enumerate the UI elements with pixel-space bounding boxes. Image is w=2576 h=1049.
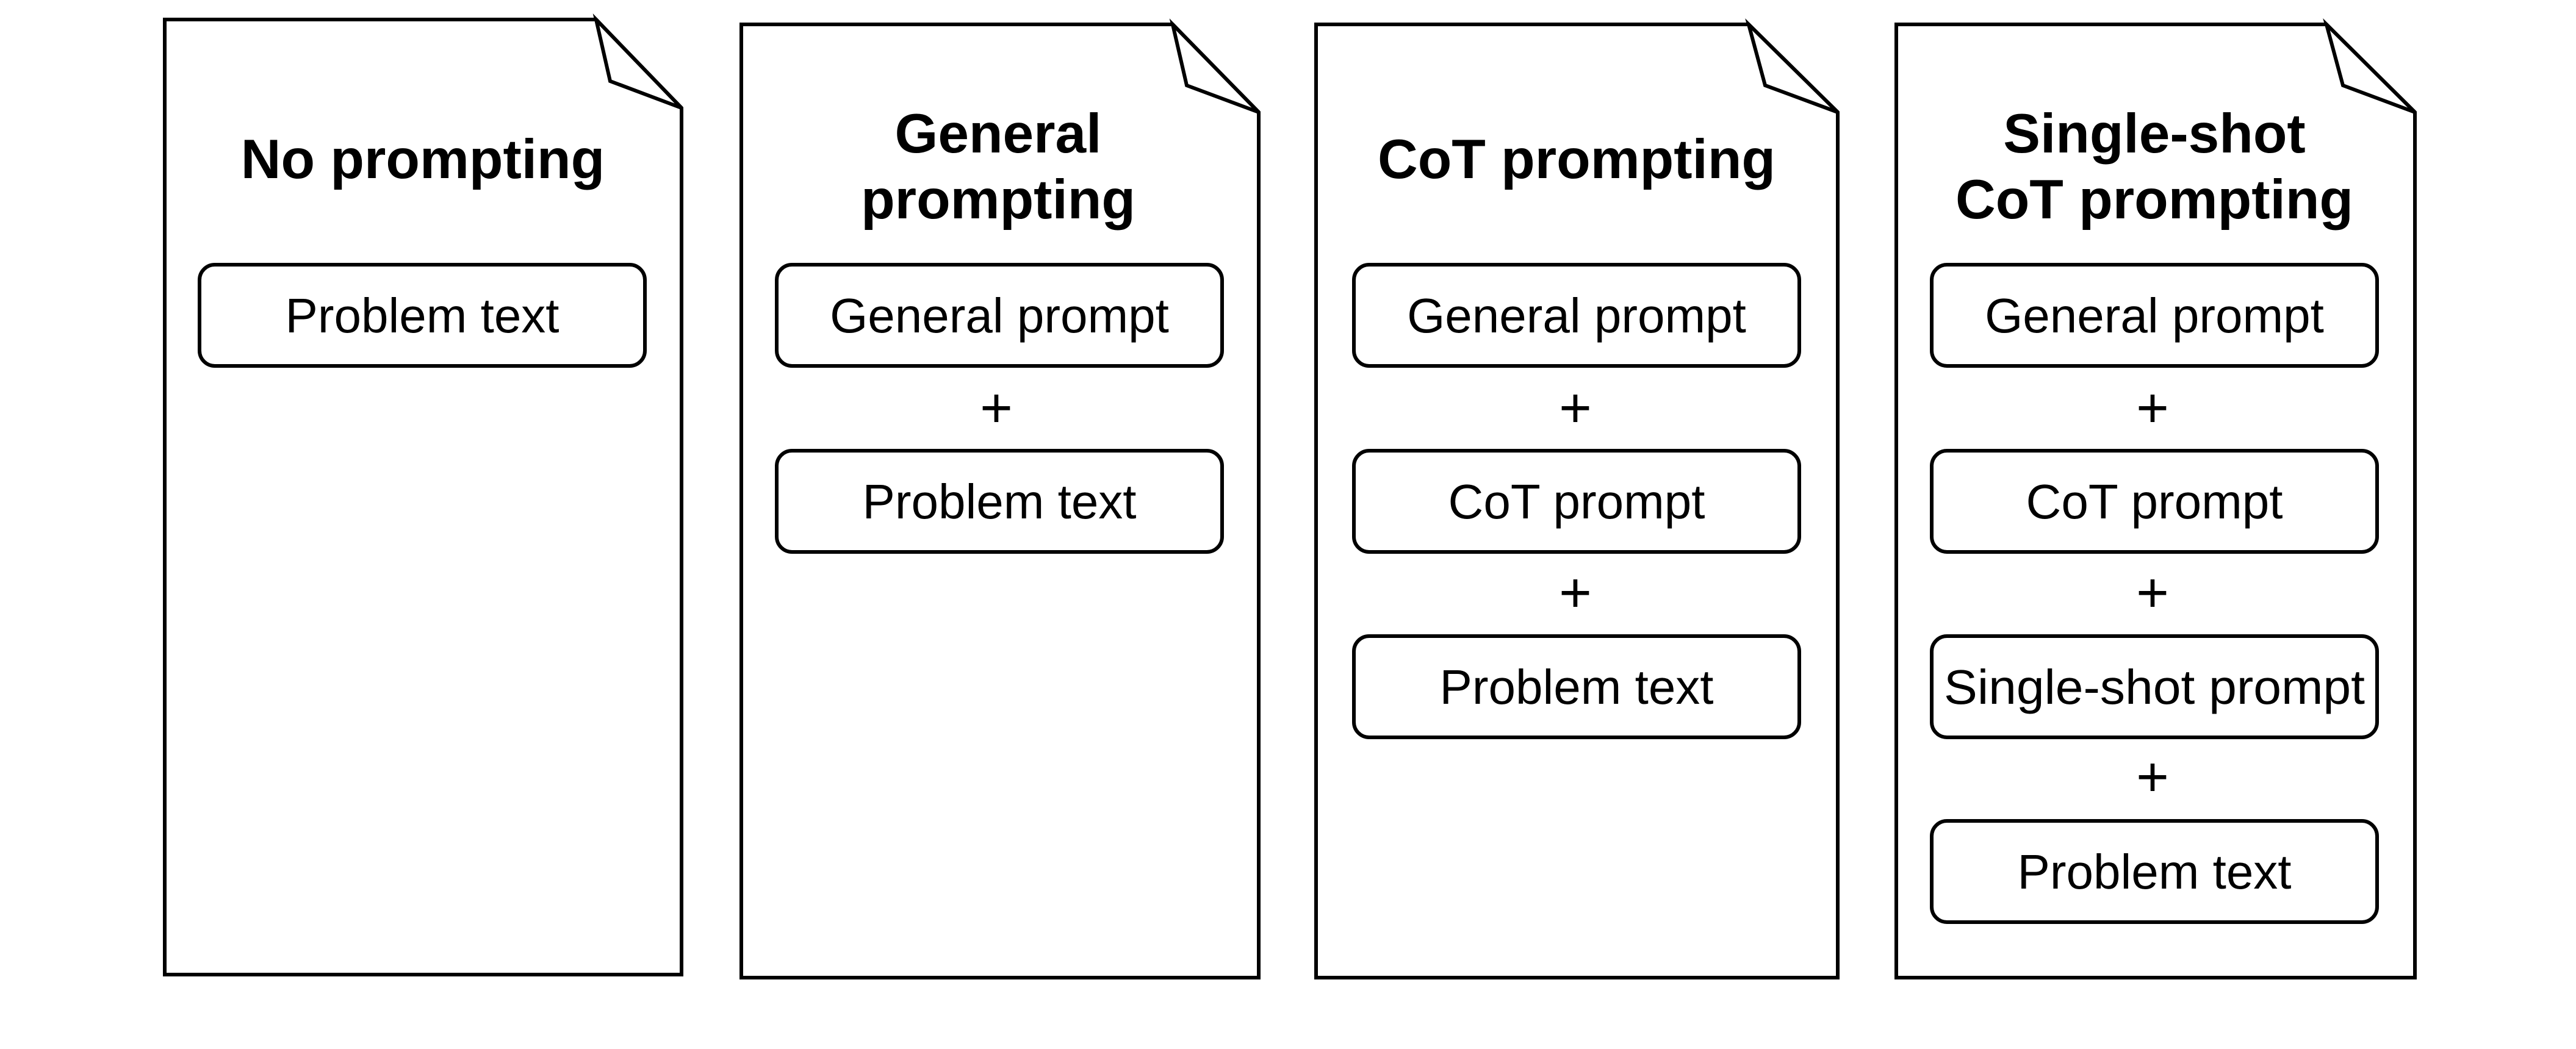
prompt-block-problem-text — [1930, 819, 2379, 924]
prompt-block-cot-prompt — [1352, 449, 1801, 554]
card-general-prompting: General prompting General prompt + Probl… — [739, 18, 1261, 979]
prompt-block-label: Problem text — [2017, 845, 2291, 899]
card-title: Single-shot — [2003, 103, 2305, 165]
prompt-block-label: Problem text — [1439, 660, 1713, 714]
prompt-block-label: Problem text — [285, 288, 559, 343]
page-fold-icon — [1169, 18, 1261, 114]
card-cot-prompting: CoT prompting General prompt + CoT promp… — [1314, 18, 1840, 979]
card-title: prompting — [861, 169, 1135, 231]
prompt-block-general-prompt — [1930, 263, 2379, 368]
card-title: No prompting — [241, 129, 605, 190]
prompt-block-label: CoT prompt — [1448, 474, 1705, 529]
card-title: CoT prompting — [1378, 129, 1775, 190]
card-title: General — [895, 103, 1102, 165]
prompt-block-problem-text — [1352, 634, 1801, 739]
page-fold-icon — [2323, 18, 2417, 114]
plus-sign: + — [1559, 562, 1592, 624]
card-no-prompting: No prompting Problem text — [163, 13, 683, 976]
page-fold-icon — [1745, 18, 1840, 114]
prompt-block-label: General prompt — [830, 288, 1169, 343]
page-fold-icon — [592, 13, 683, 110]
prompt-block-label: CoT prompt — [2026, 474, 2283, 529]
prompt-block-label: General prompt — [1407, 288, 1746, 343]
document-page — [163, 18, 683, 976]
prompt-block-problem-text — [775, 449, 1224, 554]
plus-sign: + — [2136, 562, 2169, 624]
plus-sign: + — [2136, 377, 2169, 439]
prompt-block-label: Single-shot prompt — [1944, 660, 2365, 714]
prompt-block-label: General prompt — [1985, 288, 2324, 343]
prompt-block-problem-text — [198, 263, 647, 368]
plus-sign: + — [2136, 746, 2169, 808]
prompt-block-cot-prompt — [1930, 449, 2379, 554]
prompt-block-single-shot-prompt — [1930, 634, 2379, 739]
card-title: CoT prompting — [1955, 169, 2353, 231]
card-single-shot-cot-prompting: Single-shot CoT prompting General prompt… — [1894, 18, 2417, 979]
plus-sign: + — [980, 377, 1013, 439]
plus-sign: + — [1559, 377, 1592, 439]
prompt-block-general-prompt — [1352, 263, 1801, 368]
prompt-block-general-prompt — [775, 263, 1224, 368]
prompt-block-label: Problem text — [862, 474, 1136, 529]
